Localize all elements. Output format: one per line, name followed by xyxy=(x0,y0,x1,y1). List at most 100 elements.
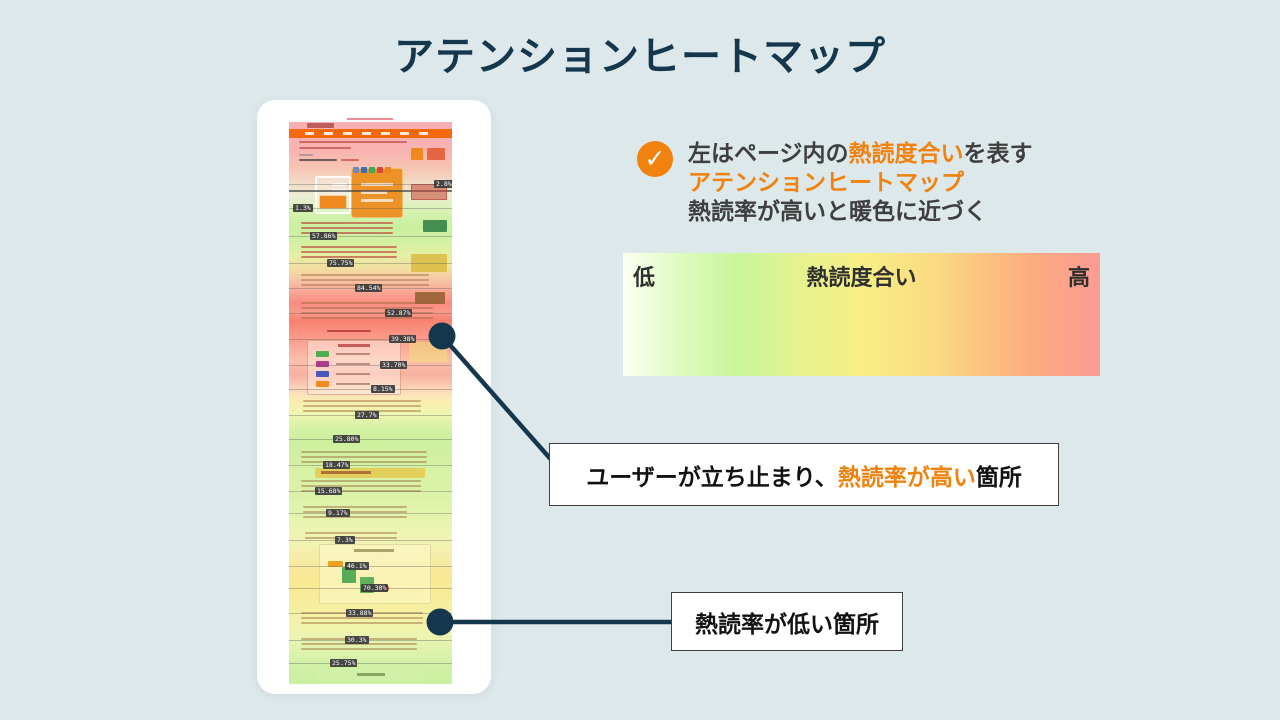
fold-marker-line xyxy=(289,190,452,192)
scroll-depth-line xyxy=(289,663,452,664)
content-text-blur xyxy=(299,159,337,161)
scroll-depth-line xyxy=(289,640,452,641)
site-navbar xyxy=(289,129,452,138)
content-text-blur xyxy=(301,227,393,229)
scroll-depth-badge: 18.47% xyxy=(323,461,351,469)
social-share-icon xyxy=(385,167,391,173)
content-text-blur xyxy=(341,159,359,161)
content-text-blur xyxy=(303,506,407,508)
social-share-icon xyxy=(369,167,375,173)
page-footer-blur xyxy=(317,668,425,681)
social-share-icon xyxy=(361,167,367,173)
content-text-blur xyxy=(301,617,423,619)
content-text-blur xyxy=(301,480,421,482)
sidebar-box-brown xyxy=(415,292,445,304)
content-text-blur xyxy=(301,274,429,276)
content-text-blur xyxy=(303,511,407,513)
note-line-1: 左はページ内の熱読度合いを表す xyxy=(688,140,1033,166)
sidebar-box-green xyxy=(423,220,447,232)
scroll-depth-badge: 9.17% xyxy=(326,509,350,517)
nav-item-blur xyxy=(362,132,371,135)
scroll-depth-line xyxy=(289,236,452,237)
scroll-depth-badge: 7.3% xyxy=(335,536,355,544)
legend-high-label: 高 xyxy=(1067,265,1090,290)
content-text-blur xyxy=(299,154,313,156)
scroll-depth-line xyxy=(289,389,452,390)
scroll-depth-badge: 52.87% xyxy=(385,309,413,317)
scroll-depth-line xyxy=(289,263,452,264)
note-line-3: 熱読率が高いと暖色に近づく xyxy=(688,198,987,224)
sidebar-thumb-orange xyxy=(411,148,423,160)
nav-item-blur xyxy=(343,132,352,135)
nav-item-blur xyxy=(400,132,409,135)
content-text-blur xyxy=(301,251,397,253)
scroll-depth-badge: 33.70% xyxy=(380,361,408,369)
scroll-depth-badge: 25.80% xyxy=(333,435,361,443)
scroll-depth-line xyxy=(289,439,452,440)
product-card-blur xyxy=(319,544,431,604)
content-text-blur xyxy=(301,317,433,319)
scroll-depth-line xyxy=(289,184,452,185)
content-text-blur xyxy=(301,222,393,224)
scroll-depth-badge: 75.75% xyxy=(327,259,355,267)
nav-item-blur xyxy=(305,132,314,135)
legend-low-label: 低 xyxy=(633,265,656,290)
hero-banner-blur xyxy=(351,168,403,218)
content-text-blur xyxy=(301,256,397,258)
nav-item-blur xyxy=(419,132,428,135)
scroll-depth-badge: 8.15% xyxy=(371,385,395,393)
heat-scale-legend: 低 熱読度合い 高 xyxy=(623,253,1100,376)
nav-item-blur xyxy=(324,132,333,135)
content-text-blur xyxy=(301,232,393,234)
social-share-icon xyxy=(377,167,383,173)
scroll-depth-line xyxy=(289,339,452,340)
scroll-depth-badge: 25.75% xyxy=(330,659,358,667)
legend-title: 熱読度合い xyxy=(806,265,917,290)
sidebar-box-yellow xyxy=(411,254,447,272)
content-text-blur xyxy=(301,246,397,248)
scroll-depth-badge: 70.30% xyxy=(361,584,389,592)
content-text-blur xyxy=(301,643,417,645)
sidebar-card-yellow xyxy=(409,342,447,362)
scroll-depth-badge: 27.7% xyxy=(355,411,379,419)
content-text-blur xyxy=(301,461,427,463)
content-text-blur xyxy=(301,485,421,487)
scroll-depth-badge: 84.54% xyxy=(355,284,383,292)
scroll-depth-line xyxy=(289,208,452,209)
scroll-depth-line xyxy=(289,566,452,567)
nav-item-blur xyxy=(381,132,390,135)
scroll-depth-badge: 1.3% xyxy=(293,204,313,212)
note-text: 左はページ内の熱読度合いを表す アテンションヒートマップ 熱読率が高いと暖色に近… xyxy=(688,139,1128,226)
content-text-blur xyxy=(303,400,421,402)
scroll-depth-line xyxy=(289,365,452,366)
content-text-blur xyxy=(327,330,371,332)
scroll-depth-line xyxy=(289,313,452,314)
content-text-blur xyxy=(303,405,421,407)
page-top-strip xyxy=(289,116,452,122)
content-text-blur xyxy=(301,312,433,314)
scroll-depth-line xyxy=(289,465,452,466)
check-icon: ✓ xyxy=(637,141,673,177)
scroll-depth-badge: 33.88% xyxy=(346,609,374,617)
content-text-blur xyxy=(305,532,397,534)
content-text-blur xyxy=(301,302,433,304)
section-heading-highlight xyxy=(315,468,425,478)
content-text-blur xyxy=(301,307,433,309)
content-text-blur xyxy=(301,451,427,453)
content-text-blur xyxy=(301,456,427,458)
scroll-depth-badge: 57.86% xyxy=(310,232,338,240)
scroll-depth-badge: 15.68% xyxy=(315,487,343,495)
site-logo-blur xyxy=(307,123,334,128)
scroll-depth-badge: 30.3% xyxy=(345,636,369,644)
scroll-depth-line xyxy=(289,491,452,492)
content-text-blur xyxy=(299,141,407,143)
note-line-2: アテンションヒートマップ xyxy=(688,169,964,195)
content-text-blur xyxy=(301,490,421,492)
scroll-depth-line xyxy=(289,540,452,541)
scroll-depth-line xyxy=(289,513,452,514)
scroll-depth-badge: 2.8% xyxy=(434,180,452,188)
cta-button-blur xyxy=(319,195,347,209)
content-text-blur xyxy=(301,279,429,281)
page-title: アテンションヒートマップ xyxy=(394,35,886,79)
scroll-depth-badge: 39.38% xyxy=(389,335,417,343)
